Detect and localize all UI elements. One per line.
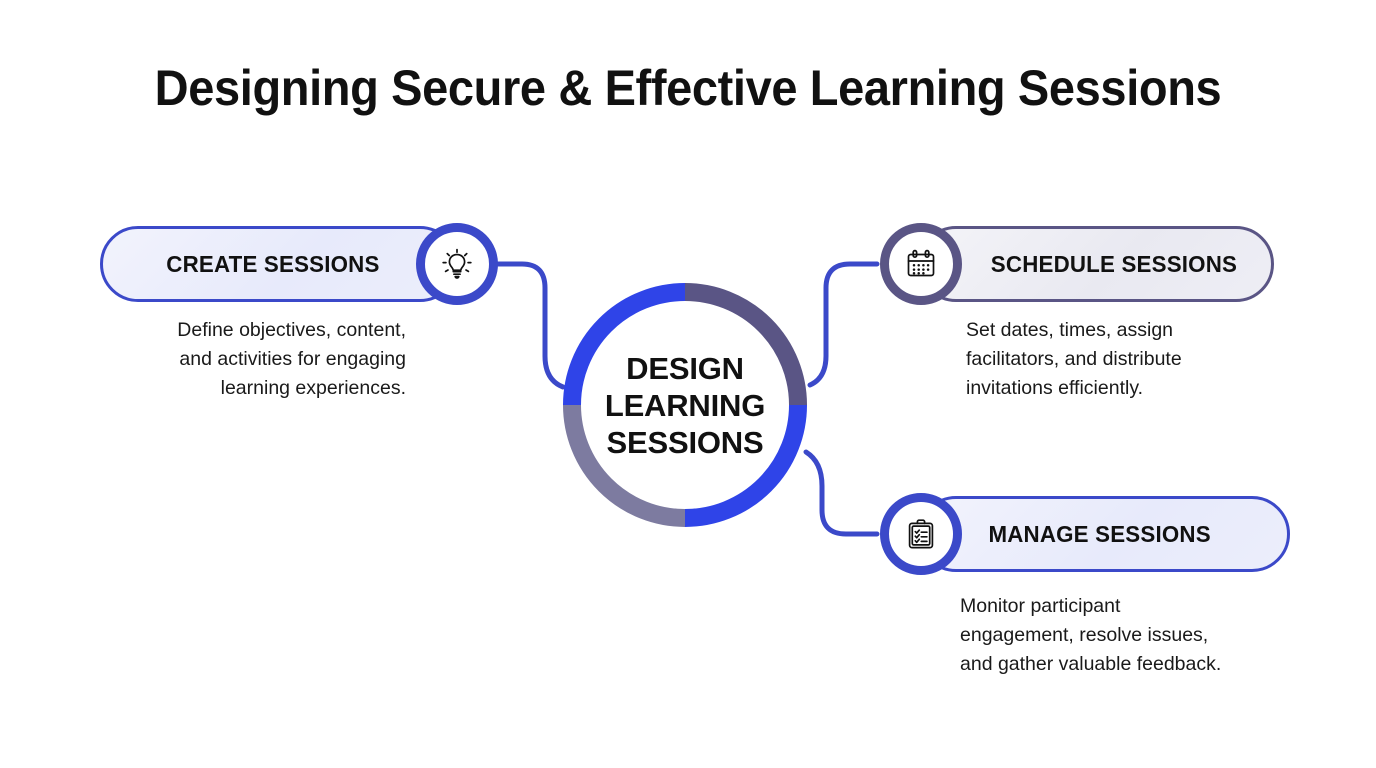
hub-segment-top-right [684,283,807,406]
calendar-icon [901,244,941,284]
hub-segment-bottom-right [684,404,807,527]
connector-create-to-hub [494,261,566,390]
manage-sessions-description: Monitor participant engagement, resolve … [960,595,1222,675]
manage-sessions-icon-circle[interactable] [880,493,962,575]
create-sessions-icon-circle[interactable] [416,223,498,305]
create-sessions-pill[interactable]: CREATE SESSIONS [100,226,458,302]
clipboard-checklist-icon [901,514,941,554]
manage-sessions-label: MANAGE SESSIONS [988,520,1211,547]
page-title: Designing Secure & Effective Learning Se… [154,60,1222,116]
schedule-sessions-icon-circle[interactable] [880,223,962,305]
connector-hub-to-manage [803,449,880,537]
create-sessions-description: Define objectives, content, and activiti… [177,319,406,399]
hub-label-line-2: LEARNING [604,387,766,423]
schedule-sessions-label: SCHEDULE SESSIONS [990,250,1238,277]
lightbulb-icon [437,244,477,284]
hub-label-line-3: SESSIONS [606,424,764,460]
connector-hub-to-schedule [807,261,880,388]
hub-segment-top-left [563,283,686,406]
manage-sessions-pill[interactable]: MANAGE SESSIONS [918,496,1290,572]
create-sessions-label: CREATE SESSIONS [166,250,380,277]
central-hub: DESIGN LEARNING SESSIONS [559,279,811,531]
schedule-sessions-pill[interactable]: SCHEDULE SESSIONS [918,226,1274,302]
hub-ring [563,283,807,527]
hub-label: DESIGN LEARNING SESSIONS [559,279,811,531]
schedule-sessions-description: Set dates, times, assign facilitators, a… [966,319,1182,399]
hub-label-line-1: DESIGN [626,350,744,386]
hub-segment-bottom-left [563,404,686,527]
